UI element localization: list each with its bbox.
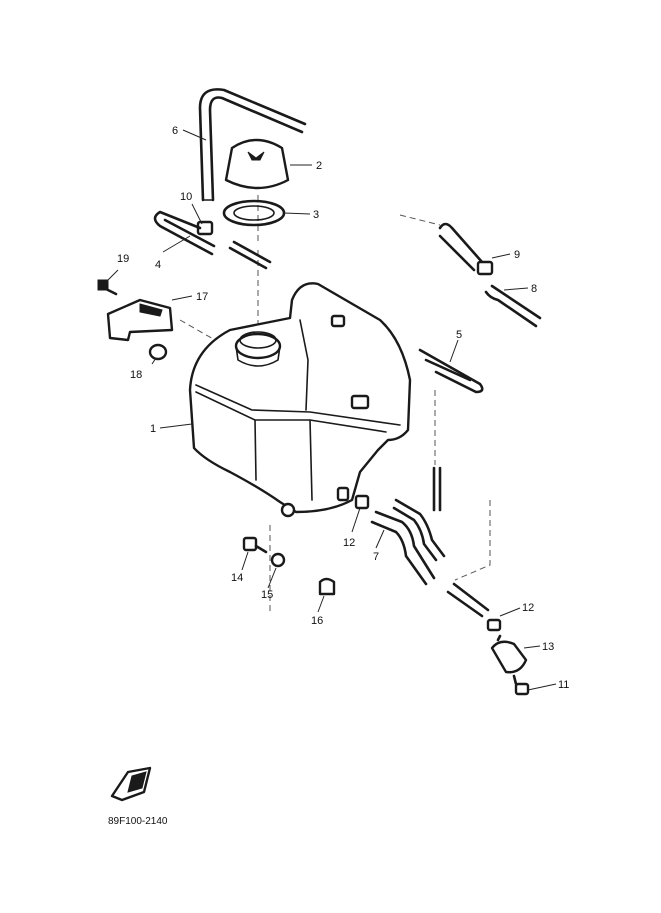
joint-9[interactable] xyxy=(476,260,494,276)
plug-16[interactable] xyxy=(318,577,336,596)
label-19: 19 xyxy=(117,253,129,265)
label-17: 17 xyxy=(196,291,208,303)
tank-cap-2[interactable] xyxy=(224,138,290,190)
grommet-18[interactable] xyxy=(148,343,168,361)
label-7: 7 xyxy=(373,551,379,563)
washer-15[interactable] xyxy=(270,552,286,568)
label-15: 15 xyxy=(261,589,273,601)
label-10: 10 xyxy=(180,191,192,203)
label-16: 16 xyxy=(311,615,323,627)
label-6: 6 xyxy=(172,125,178,137)
label-9: 9 xyxy=(514,249,520,261)
label-13: 13 xyxy=(542,641,554,653)
fwd-arrow-icon xyxy=(110,766,152,802)
hose-upper-right[interactable] xyxy=(438,222,484,272)
hose-8[interactable] xyxy=(484,284,542,328)
label-2: 2 xyxy=(316,160,322,172)
label-3: 3 xyxy=(313,209,319,221)
diagram-code: 89F100-2140 xyxy=(108,816,168,827)
leader-lines xyxy=(105,129,557,691)
label-18: 18 xyxy=(130,369,142,381)
clamp-12b[interactable] xyxy=(486,618,502,632)
label-5: 5 xyxy=(456,329,462,341)
hose-7[interactable] xyxy=(370,498,490,618)
hose-4[interactable] xyxy=(153,210,272,270)
clamp-12a[interactable] xyxy=(354,494,370,510)
bolt-19[interactable] xyxy=(97,279,118,296)
oil-tank-1[interactable] xyxy=(188,282,412,518)
cap-gasket-3[interactable] xyxy=(222,199,286,227)
label-1: 1 xyxy=(150,423,156,435)
label-11: 11 xyxy=(558,679,569,691)
hose-5[interactable] xyxy=(418,348,484,512)
label-12b: 12 xyxy=(522,602,534,614)
fitting-11[interactable] xyxy=(514,682,530,696)
bracket-17[interactable] xyxy=(106,298,174,342)
label-4: 4 xyxy=(155,259,161,271)
label-14: 14 xyxy=(231,572,243,584)
label-12a: 12 xyxy=(343,537,355,549)
bolt-14[interactable] xyxy=(242,536,268,554)
breather-hose-6[interactable] xyxy=(198,88,307,202)
label-8: 8 xyxy=(531,283,537,295)
filter-13[interactable] xyxy=(490,634,528,686)
